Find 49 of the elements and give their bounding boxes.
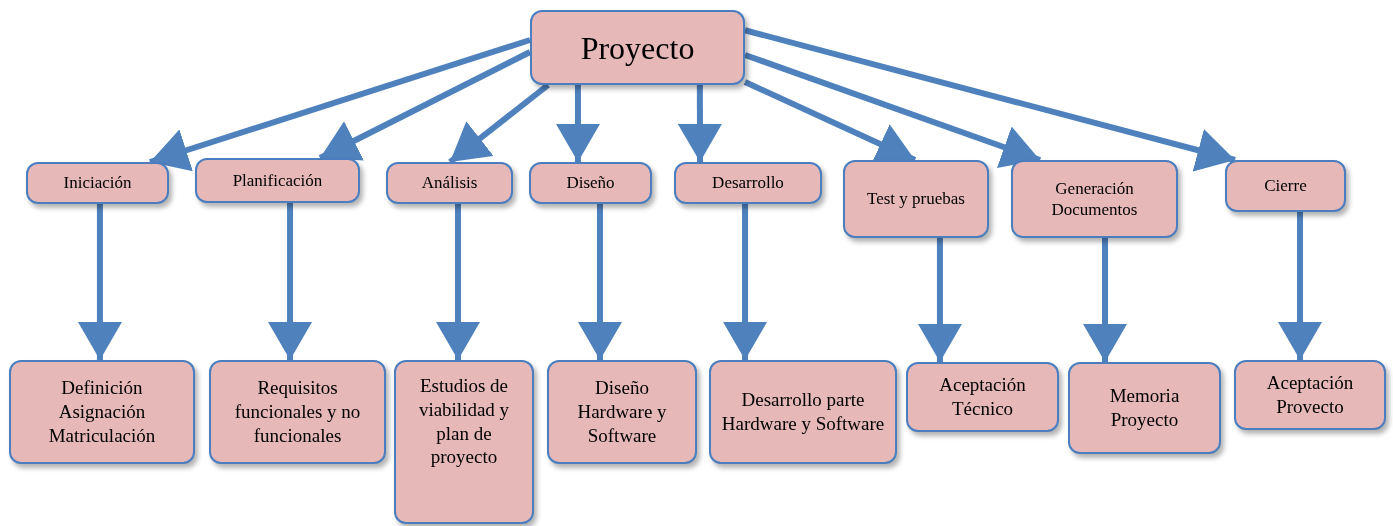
- box-label: Análisis: [421, 172, 478, 194]
- arrow: [917, 238, 962, 362]
- arrow: [149, 37, 531, 172]
- process-box: [1234, 360, 1386, 430]
- process-box: [26, 162, 169, 204]
- arrow: [577, 204, 622, 360]
- process-box: [394, 360, 534, 524]
- box-label: Planificación: [232, 169, 323, 192]
- box-label: Definición Asignación Matriculación: [47, 376, 157, 448]
- arrow: [77, 204, 122, 360]
- process-box: [1068, 362, 1221, 454]
- process-box: [9, 360, 195, 464]
- process-box: [1225, 160, 1346, 212]
- arrow: [555, 85, 600, 162]
- process-box: [195, 158, 360, 203]
- box-label: Cierre: [1264, 175, 1307, 197]
- box-label: Diseño Hardware y Software: [576, 376, 668, 448]
- arrow: [744, 27, 1236, 172]
- arrow: [318, 49, 532, 161]
- process-box: [709, 360, 897, 464]
- box-label: Desarrollo parte Hardware y Software: [720, 388, 886, 436]
- process-box: [1011, 160, 1178, 238]
- arrow: [677, 85, 722, 162]
- process-box: [674, 162, 822, 204]
- box-label: Test y pruebas: [867, 188, 965, 210]
- process-box: [209, 360, 386, 464]
- box-label: Estudios de viabilidad y plan de proyecto: [417, 374, 511, 469]
- arrow: [744, 52, 1042, 168]
- process-box: [906, 362, 1059, 432]
- process-box: [547, 360, 697, 464]
- arrow: [1083, 238, 1127, 362]
- box-label: Proyecto: [580, 28, 695, 68]
- box-label: Desarrollo: [712, 172, 784, 194]
- process-box: [843, 160, 989, 238]
- process-box: [530, 10, 745, 85]
- arrow: [268, 203, 313, 360]
- box-label: Diseño: [566, 172, 615, 194]
- box-label: Aceptación Provecto: [1265, 371, 1355, 419]
- box-label: Generación Documentos: [1050, 177, 1139, 221]
- box-label: Aceptación Técnico: [938, 373, 1027, 421]
- arrow: [436, 204, 480, 360]
- arrow: [1278, 212, 1322, 360]
- process-box: [386, 162, 513, 204]
- box-label: Memoria Proyecto: [1108, 384, 1181, 432]
- process-box: [529, 162, 652, 204]
- arrow: [448, 82, 550, 165]
- box-label: Iniciación: [63, 172, 132, 194]
- arrow: [723, 204, 768, 360]
- box-label: Requisitos funcionales y no funcionales: [233, 376, 362, 448]
